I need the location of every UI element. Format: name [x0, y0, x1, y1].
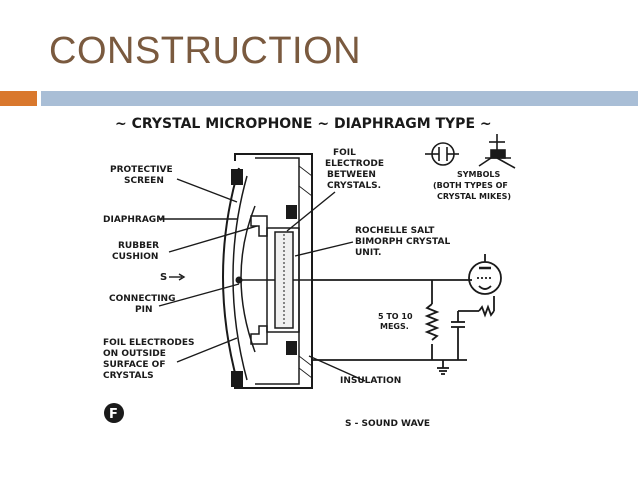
label-symbols-3: CRYSTAL MIKES)	[437, 192, 511, 201]
title-accent-bar-orange	[0, 91, 37, 106]
label-protective-screen-2: SCREEN	[124, 176, 164, 186]
figure-badge	[104, 403, 124, 423]
diagram-title: ~ CRYSTAL MICROPHONE ~ DIAPHRAGM TYPE ~	[115, 116, 492, 132]
slide-title: CONSTRUCTION	[49, 30, 362, 72]
housing-hatching	[298, 165, 313, 379]
label-rochelle-2: BIMORPH CRYSTAL	[355, 237, 450, 247]
label-connecting-pin-1: CONNECTING	[109, 294, 175, 304]
label-symbols-2: (BOTH TYPES OF	[433, 181, 508, 190]
label-connecting-pin-2: PIN	[135, 305, 152, 315]
label-foil-outside-4: CRYSTALS	[103, 371, 154, 381]
crystal-mike-symbols	[425, 134, 516, 169]
label-insulation: INSULATION	[340, 376, 401, 386]
label-sound-marker: S	[160, 272, 167, 283]
microphone-housing	[222, 153, 313, 389]
label-rubber-cushion-2: CUSHION	[112, 252, 158, 262]
label-diaphragm: DIAPHRAGM	[103, 215, 165, 225]
label-rubber-cushion-1: RUBBER	[118, 241, 159, 251]
label-foil-outside-3: SURFACE OF	[103, 360, 166, 370]
label-foil-outside-1: FOIL ELECTRODES	[103, 338, 194, 348]
label-foil-between-1: FOIL	[333, 148, 356, 158]
label-protective-screen-1: PROTECTIVE	[110, 165, 173, 175]
microphone-diagram: ~ CRYSTAL MICROPHONE ~ DIAPHRAGM TYPE ~ …	[87, 106, 547, 446]
figure-badge-letter: F	[109, 407, 118, 422]
label-rochelle-1: ROCHELLE SALT	[355, 226, 435, 236]
label-foil-between-3: BETWEEN	[327, 170, 376, 180]
label-foil-outside-2: ON OUTSIDE	[103, 349, 166, 359]
label-foil-between-4: CRYSTALS.	[327, 181, 381, 191]
title-accent-bar-blue	[41, 91, 638, 106]
leader-lines	[158, 178, 366, 382]
diagram-svg: ~ CRYSTAL MICROPHONE ~ DIAPHRAGM TYPE ~ …	[87, 106, 547, 446]
label-resistor-1: 5 TO 10	[378, 312, 413, 321]
amplifier-circuit	[311, 254, 502, 375]
label-rochelle-3: UNIT.	[355, 248, 381, 258]
label-symbols-1: SYMBOLS	[457, 170, 501, 179]
label-foil-between-2: ELECTRODE	[325, 159, 384, 169]
label-sound-wave: S - SOUND WAVE	[345, 419, 430, 429]
label-resistor-2: MEGS.	[380, 322, 409, 331]
